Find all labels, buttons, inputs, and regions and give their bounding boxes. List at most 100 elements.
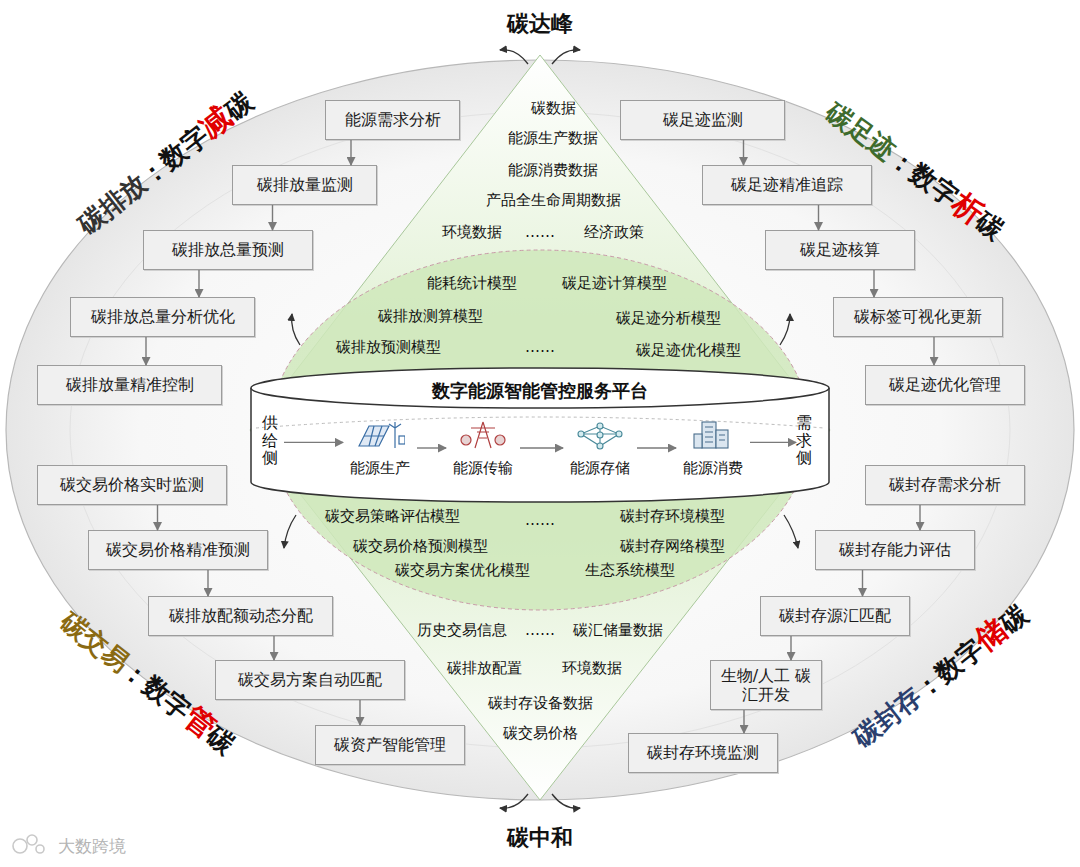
stage-icon: [458, 420, 508, 450]
model-item: 碳封存环境模型: [620, 507, 725, 526]
box-text: 碳封存环境监测: [641, 743, 765, 763]
process-box: 碳封存需求分析: [865, 465, 1025, 505]
flow-arrow: [207, 570, 208, 596]
model-item: 碳交易方案优化模型: [395, 561, 530, 580]
stage-label: 能源生产: [343, 459, 417, 478]
label-text: 碳达峰: [507, 9, 573, 39]
process-box: 碳交易方案自动匹配: [215, 660, 405, 700]
process-box: 碳排放量精准控制: [37, 365, 222, 405]
data-item: 环境数据: [442, 223, 502, 242]
data-item: 碳汇储量数据: [573, 621, 663, 640]
stage-icon: [355, 420, 405, 450]
model-ellipse: 能耗统计模型碳足迹计算模型碳排放测算模型碳足迹分析模型碳排放预测模型……碳足迹优…: [270, 250, 810, 610]
flow-arrow: [520, 447, 563, 448]
box-text: 碳足迹精准追踪: [715, 175, 859, 195]
side-label-text: 需求侧: [796, 414, 812, 467]
flow-arrow: [284, 442, 343, 443]
box-text: 碳封存需求分析: [878, 475, 1012, 495]
process-box: 碳足迹核算: [765, 230, 915, 270]
box-text: 碳交易方案自动匹配: [228, 670, 392, 690]
box-text: 碳标签可视化更新: [846, 307, 990, 327]
stage-icon: [688, 420, 738, 450]
data-item: ……: [525, 223, 555, 241]
flow-arrow: [743, 710, 744, 733]
data-item: 碳封存设备数据: [488, 694, 593, 713]
box-text: 碳排放总量预测: [156, 240, 300, 260]
stage-label: 能源消费: [676, 459, 750, 478]
model-item: 碳足迹计算模型: [562, 274, 667, 293]
energy-stage: 能源消费: [676, 418, 750, 478]
process-box: 碳足迹优化管理: [865, 365, 1025, 405]
model-item: 生态系统模型: [585, 561, 675, 580]
flow-arrow: [350, 140, 351, 165]
stage-label: 能源存储: [563, 459, 637, 478]
process-box: 碳排放总量分析优化: [70, 297, 255, 337]
box-text: 碳交易价格实时监测: [50, 475, 214, 495]
process-box: 碳封存源汇匹配: [760, 596, 910, 636]
box-text: 碳排放总量分析优化: [83, 307, 242, 327]
energy-stage: 能源生产: [343, 418, 417, 478]
flow-arrow: [862, 570, 863, 596]
flow-arrow: [818, 205, 819, 230]
box-text: 碳足迹核算: [778, 240, 902, 260]
platform-cylinder: 数字能源智能管控服务平台供给侧能源生产能源传输能源存储能源消费需求侧: [250, 366, 830, 506]
box-text: 碳封存能力评估: [828, 540, 962, 560]
flow-arrow: [272, 205, 273, 230]
model-item: ……: [525, 511, 555, 529]
process-box: 碳封存环境监测: [628, 733, 778, 773]
process-box: 碳交易价格实时监测: [37, 465, 227, 505]
process-box: 碳足迹监测: [620, 100, 785, 140]
flow-arrow: [790, 636, 791, 660]
flow-arrow: [933, 337, 934, 365]
flow-arrow: [919, 505, 920, 530]
model-item: ……: [525, 338, 555, 356]
data-item: 能源消费数据: [508, 161, 598, 180]
process-box: 碳交易价格精准预测: [88, 530, 268, 570]
data-item: 碳数据: [531, 99, 576, 118]
process-box: 碳排放量监测: [232, 165, 377, 205]
process-box: 碳资产智能管理: [315, 725, 465, 765]
box-text: 碳资产智能管理: [328, 735, 452, 755]
box-text: 碳排放量监测: [245, 175, 364, 195]
process-box: 碳排放配额动态分配: [148, 596, 333, 636]
energy-stage: 能源存储: [563, 418, 637, 478]
side-label-text: 供给侧: [262, 414, 278, 467]
model-item: 碳足迹分析模型: [616, 309, 721, 328]
box-text: 碳排放配额动态分配: [161, 606, 320, 626]
data-item: 碳排放配置: [447, 659, 522, 678]
flow-arrow: [359, 700, 360, 725]
process-box: 能源需求分析: [325, 100, 460, 140]
model-item: 碳交易价格预测模型: [353, 537, 488, 556]
model-item: 能耗统计模型: [427, 274, 517, 293]
data-item: 环境数据: [562, 659, 622, 678]
stage-label: 能源传输: [446, 459, 520, 478]
process-box: 生物/人工 碳汇开发: [710, 660, 822, 710]
process-box: 碳封存能力评估: [815, 530, 975, 570]
flow-arrow: [157, 505, 158, 530]
model-item: 碳封存网络模型: [620, 537, 725, 556]
flow-arrow: [873, 270, 874, 297]
side-label: 供给侧: [262, 414, 284, 467]
model-item: 碳排放预测模型: [336, 338, 441, 357]
data-item: ……: [525, 621, 555, 639]
side-label: 需求侧: [796, 414, 818, 467]
model-item: 碳交易策略评估模型: [325, 507, 460, 526]
data-item: 能源生产数据: [508, 129, 598, 148]
stage-icon: [575, 420, 625, 450]
box-text: 碳封存源汇匹配: [773, 606, 897, 626]
box-text: 碳足迹优化管理: [878, 375, 1012, 395]
energy-stage: 能源传输: [446, 418, 520, 478]
model-item: 碳排放测算模型: [378, 307, 483, 326]
label-text: 大数跨境: [58, 835, 126, 858]
data-item: 产品全生命周期数据: [486, 191, 621, 210]
box-text: 能源需求分析: [338, 110, 447, 130]
process-box: 碳排放总量预测: [143, 230, 313, 270]
flow-arrow: [417, 447, 446, 448]
label-text: 碳中和: [507, 823, 573, 853]
flow-arrow: [637, 447, 676, 448]
flow-arrow: [273, 636, 274, 660]
flow-arrow: [145, 337, 146, 365]
process-box: 碳标签可视化更新: [833, 297, 1003, 337]
box-text: 生物/人工 碳汇开发: [719, 666, 813, 704]
